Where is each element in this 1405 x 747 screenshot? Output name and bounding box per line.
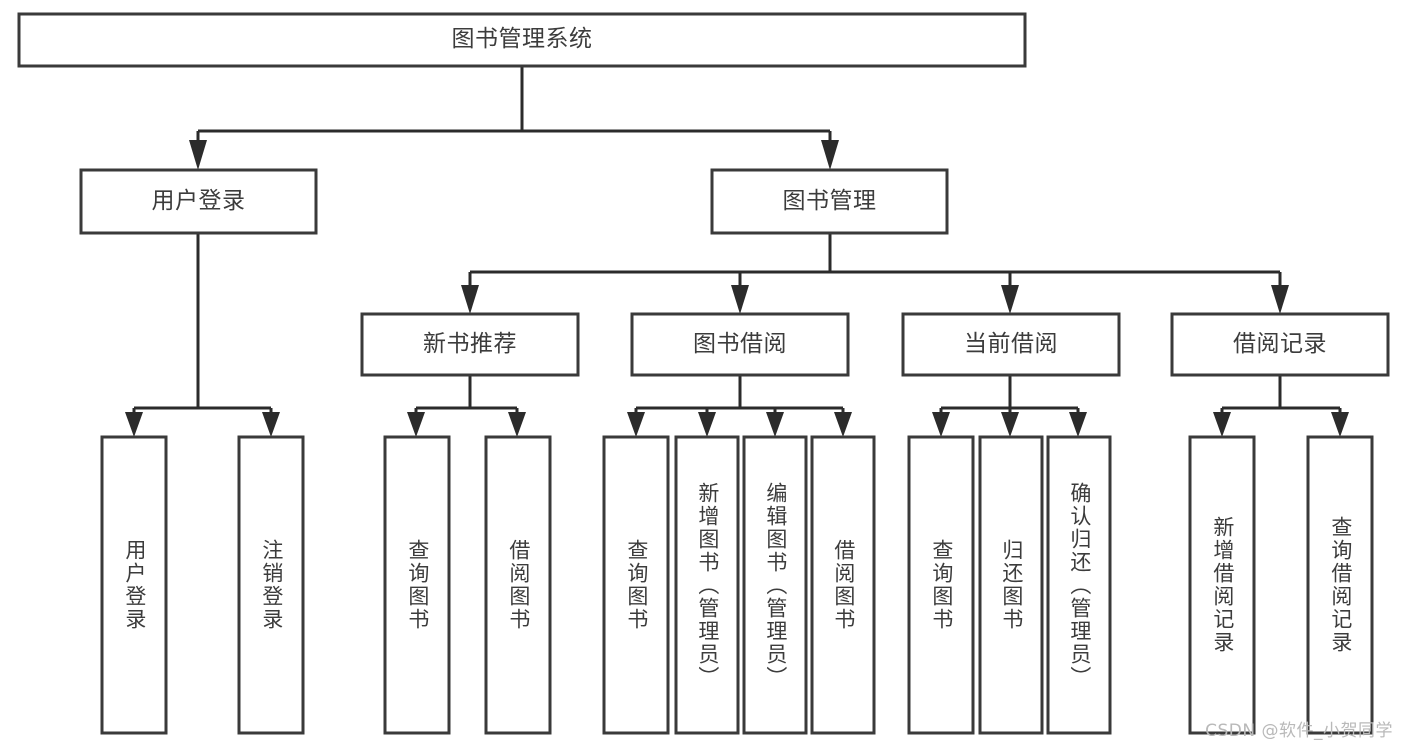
arrow-head-leaf-user-login (125, 412, 143, 437)
arrow-head-current-borrow (1001, 285, 1019, 314)
arrow-head-leaf-query-book-a (407, 412, 425, 437)
node-box-new-book-recommend[interactable] (360, 312, 580, 377)
arrow-head-leaf-borrow-book-a (508, 412, 526, 437)
node-box-leaf-user-login[interactable] (100, 435, 168, 735)
node-box-leaf-return-book[interactable] (978, 435, 1044, 735)
node-box-leaf-confirm-return[interactable] (1046, 435, 1112, 735)
node-box-leaf-borrow-book-a[interactable] (484, 435, 552, 735)
node-box-leaf-borrow-book-b[interactable] (810, 435, 876, 735)
connector-group-user-login-leaves (125, 233, 280, 437)
node-box-leaf-query-record[interactable] (1306, 435, 1374, 735)
arrow-head-leaf-borrow-book-b (834, 412, 852, 437)
arrow-head-leaf-query-book-c (932, 412, 950, 437)
arrow-head-book-borrow (731, 285, 749, 314)
arrow-head-leaf-edit-book (766, 412, 784, 437)
node-box-root[interactable] (17, 12, 1027, 68)
arrow-head-user-login (189, 140, 207, 170)
connector-group-root-to-level2 (189, 66, 839, 170)
watermark-text: CSDN @软件_小贺同学 (1205, 721, 1393, 741)
node-box-leaf-query-book-b[interactable] (602, 435, 670, 735)
connector-group-new-book-leaves (407, 375, 526, 437)
node-box-borrow-record[interactable] (1170, 312, 1390, 377)
arrow-head-borrow-record (1271, 285, 1289, 314)
connector-group-book-manage-to-level3 (461, 233, 1289, 314)
arrow-head-leaf-confirm-return (1069, 412, 1087, 437)
node-box-leaf-query-book-c[interactable] (907, 435, 975, 735)
arrow-head-leaf-add-record (1213, 412, 1231, 437)
node-box-leaf-add-book[interactable] (674, 435, 740, 735)
arrow-head-new-book-recommend (461, 285, 479, 314)
node-box-leaf-logout[interactable] (237, 435, 305, 735)
arrow-head-book-manage (821, 140, 839, 170)
arrow-head-leaf-query-book-b (627, 412, 645, 437)
node-box-book-borrow[interactable] (630, 312, 850, 377)
connector-group-book-borrow-leaves (627, 375, 852, 437)
node-box-current-borrow[interactable] (901, 312, 1121, 377)
arrow-head-leaf-query-record (1331, 412, 1349, 437)
connector-group-current-borrow-leaves (932, 375, 1087, 437)
arrow-head-leaf-logout (262, 412, 280, 437)
arrow-head-leaf-add-book (698, 412, 716, 437)
connector-group-borrow-record-leaves (1213, 375, 1349, 437)
node-box-leaf-query-book-a[interactable] (383, 435, 451, 735)
node-box-leaf-add-record[interactable] (1188, 435, 1256, 735)
node-box-leaf-edit-book[interactable] (742, 435, 808, 735)
node-box-user-login[interactable] (79, 168, 318, 235)
node-box-book-manage[interactable] (710, 168, 949, 235)
arrow-head-leaf-return-book (1001, 412, 1019, 437)
